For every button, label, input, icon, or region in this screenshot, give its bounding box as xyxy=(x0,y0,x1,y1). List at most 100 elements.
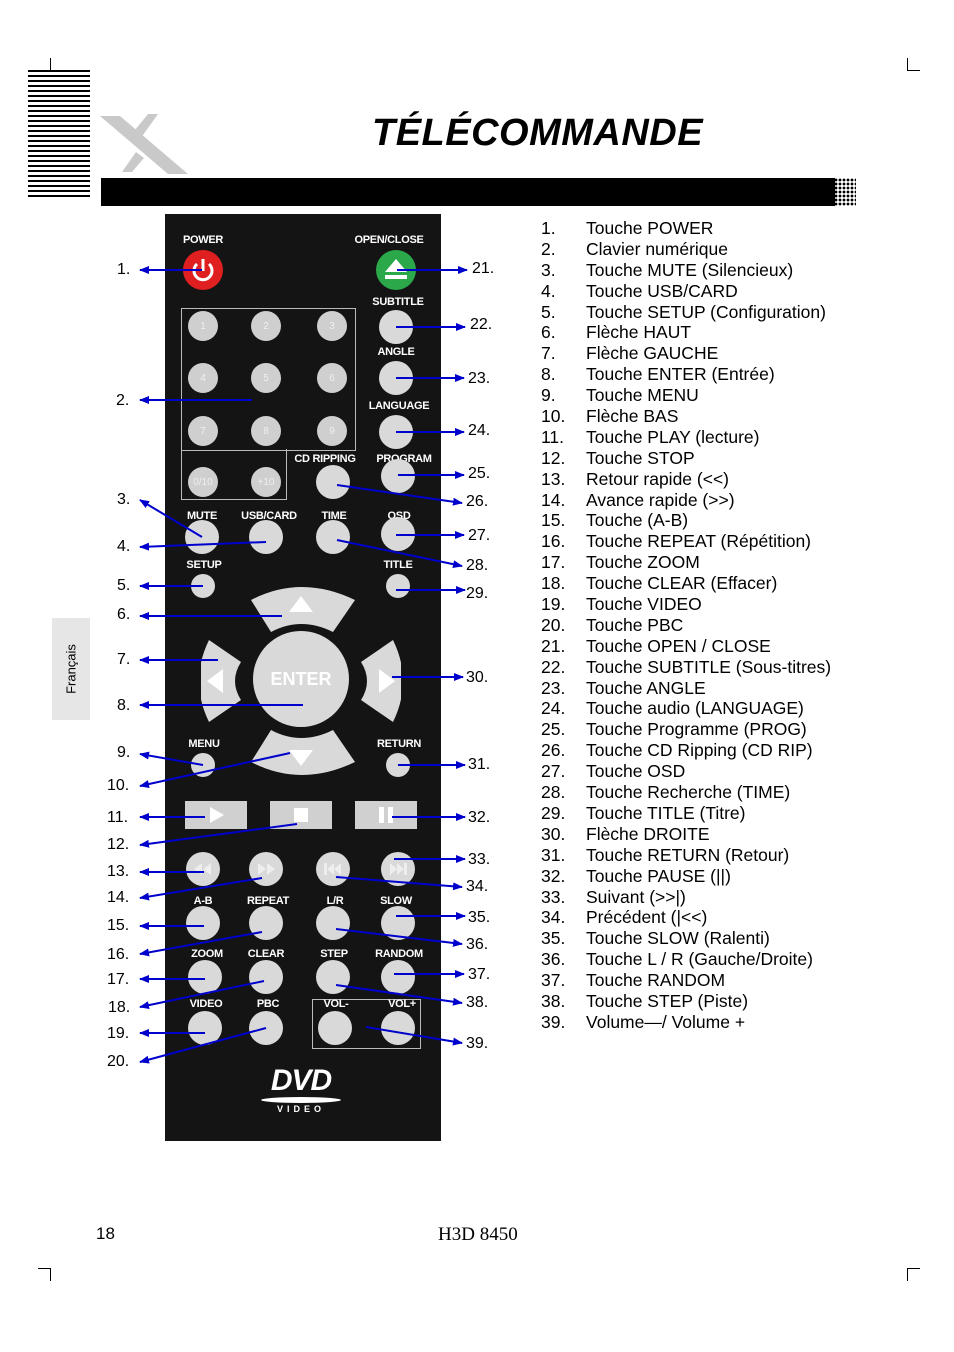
callout-number: 4. xyxy=(117,538,131,555)
power-button[interactable] xyxy=(183,250,223,290)
numpad-key[interactable]: 2 xyxy=(251,311,281,341)
play-button[interactable] xyxy=(185,801,247,829)
numpad-key[interactable]: 1 xyxy=(188,311,218,341)
zoom-label: ZOOM xyxy=(191,948,223,960)
program-button[interactable] xyxy=(381,459,415,493)
legend-item: 38.Touche STEP (Piste) xyxy=(541,991,831,1012)
open-close-label: OPEN/CLOSE xyxy=(354,234,424,246)
slow-button[interactable] xyxy=(381,906,415,940)
legend-item-number: 35. xyxy=(541,928,566,949)
vol-minus-button[interactable] xyxy=(318,1011,352,1045)
legend-item-text: Touche ZOOM xyxy=(586,552,700,573)
legend-item: 17.Touche ZOOM xyxy=(541,552,831,573)
callout-number: 20. xyxy=(107,1053,130,1070)
cd-ripping-label: CD RIPPING xyxy=(294,453,356,465)
usb-card-button[interactable] xyxy=(249,520,283,554)
model-name: H3D 8450 xyxy=(438,1224,518,1245)
next-button[interactable] xyxy=(381,852,415,886)
callout-number: 19. xyxy=(107,1025,130,1042)
callout-number: 38. xyxy=(466,994,489,1011)
legend-item-text: Flèche DROITE xyxy=(586,823,710,844)
numpad-key[interactable]: 0/10 xyxy=(188,467,218,497)
subtitle-button[interactable] xyxy=(379,310,413,344)
return-button[interactable] xyxy=(386,753,410,777)
crop-mark xyxy=(38,1268,51,1269)
numpad-key[interactable]: +10 xyxy=(251,467,281,497)
legend-item-number: 2. xyxy=(541,238,556,259)
vol-plus-button[interactable] xyxy=(381,1011,415,1045)
legend-item-text: Touche SETUP (Configuration) xyxy=(586,301,826,322)
title-button[interactable] xyxy=(386,574,410,598)
open-close-button[interactable] xyxy=(376,250,416,290)
rewind-button[interactable] xyxy=(186,852,220,886)
legend-item: 20.Touche PBC xyxy=(541,615,831,636)
step-button[interactable] xyxy=(316,960,350,994)
dvd-logo: DVD VIDEO xyxy=(251,1066,351,1116)
lr-label: L/R xyxy=(326,895,344,907)
numpad-key[interactable]: 5 xyxy=(251,363,281,393)
legend-item-number: 15. xyxy=(541,510,566,531)
pause-icon xyxy=(379,807,393,823)
legend-item: 10.Flèche BAS xyxy=(541,406,831,427)
enter-button[interactable] xyxy=(253,631,349,727)
callout-number: 15. xyxy=(107,917,130,934)
slow-label: SLOW xyxy=(380,895,412,907)
play-icon xyxy=(210,807,224,823)
clear-button[interactable] xyxy=(249,960,283,994)
previous-button[interactable] xyxy=(316,852,350,886)
legend-item: 8.Touche ENTER (Entrée) xyxy=(541,364,831,385)
numpad-key[interactable]: 3 xyxy=(317,311,347,341)
numpad-key[interactable]: 9 xyxy=(317,416,347,446)
legend-item-number: 21. xyxy=(541,635,566,656)
power-icon xyxy=(192,259,214,282)
video-button[interactable] xyxy=(188,1011,222,1045)
legend-item-number: 28. xyxy=(541,782,566,803)
callout-number: 9. xyxy=(117,744,131,761)
ab-button[interactable] xyxy=(186,906,220,940)
cd-ripping-button[interactable] xyxy=(316,465,350,499)
legend-item-text: Précédent (|<<) xyxy=(586,907,708,928)
random-button[interactable] xyxy=(381,960,415,994)
pause-button[interactable] xyxy=(355,801,417,829)
callout-number: 31. xyxy=(468,756,491,773)
legend-item-text: Touche USB/CARD xyxy=(586,280,738,301)
legend-item: 13.Retour rapide (<<) xyxy=(541,469,831,490)
pbc-button[interactable] xyxy=(249,1011,283,1045)
stop-button[interactable] xyxy=(270,801,332,829)
enter-label: ENTER xyxy=(270,669,331,689)
legend-item: 31.Touche RETURN (Retour) xyxy=(541,845,831,866)
legend-item: 5.Touche SETUP (Configuration) xyxy=(541,302,831,323)
callout-number: 16. xyxy=(107,946,130,963)
legend-item-number: 9. xyxy=(541,385,556,406)
callout-number: 23. xyxy=(468,370,491,387)
legend-item-text: Flèche HAUT xyxy=(586,322,692,343)
time-button[interactable] xyxy=(316,520,350,554)
legend-item-text: Flèche GAUCHE xyxy=(586,343,719,364)
legend-item-text: Touche PBC xyxy=(586,614,684,635)
legend-item-text: Clavier numérique xyxy=(586,238,729,259)
lr-button[interactable] xyxy=(316,906,350,940)
numpad-key[interactable]: 7 xyxy=(188,416,218,446)
menu-button[interactable] xyxy=(191,753,215,777)
repeat-button[interactable] xyxy=(249,906,283,940)
numpad-key[interactable]: 8 xyxy=(251,416,281,446)
legend-item: 15.Touche (A-B) xyxy=(541,510,831,531)
fast-forward-button[interactable] xyxy=(249,852,283,886)
legend-item: 6.Flèche HAUT xyxy=(541,322,831,343)
legend-item-text: Touche TITLE (Titre) xyxy=(586,802,746,823)
zoom-button[interactable] xyxy=(188,960,222,994)
osd-button[interactable] xyxy=(381,517,415,551)
language-button[interactable] xyxy=(379,415,413,449)
numpad-key[interactable]: 6 xyxy=(317,363,347,393)
page-title: TÉLÉCOMMANDE xyxy=(372,112,704,154)
legend-item-text: Touche PAUSE (||) xyxy=(586,865,731,886)
mute-button[interactable] xyxy=(185,520,219,554)
legend-item-text: Touche RANDOM xyxy=(586,970,726,991)
legend-item-number: 26. xyxy=(541,740,566,761)
legend-item: 21.Touche OPEN / CLOSE xyxy=(541,636,831,657)
angle-button[interactable] xyxy=(379,361,413,395)
callout-number: 5. xyxy=(117,577,131,594)
numpad-key[interactable]: 4 xyxy=(188,363,218,393)
language-tab: Français xyxy=(52,618,90,720)
